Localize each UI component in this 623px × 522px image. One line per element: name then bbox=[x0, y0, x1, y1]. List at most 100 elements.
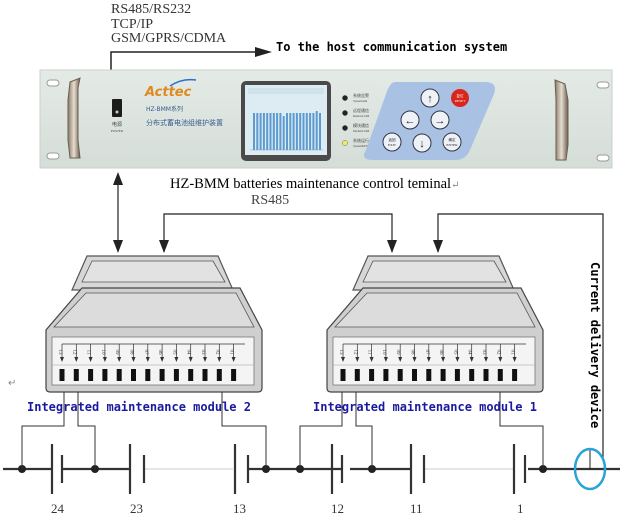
svg-text:复位: 复位 bbox=[457, 93, 465, 98]
terminal-pin[interactable] bbox=[512, 369, 518, 381]
terminal-pin[interactable] bbox=[231, 369, 237, 381]
cell-label-12: 12 bbox=[331, 501, 344, 516]
terminal-pin[interactable] bbox=[483, 369, 489, 381]
terminal-pin[interactable] bbox=[340, 369, 346, 381]
lcd-bar bbox=[312, 113, 315, 150]
battery-cell-12 bbox=[330, 444, 344, 494]
terminal-pin[interactable] bbox=[454, 369, 460, 381]
terminal-pin[interactable] bbox=[173, 369, 179, 381]
battery-cell-11 bbox=[409, 444, 426, 494]
module-channel-07: 07 bbox=[143, 344, 151, 381]
terminal-pin[interactable] bbox=[426, 369, 432, 381]
terminal-to-module2-link bbox=[113, 172, 123, 253]
rs485-bus bbox=[159, 213, 604, 460]
sense-wire bbox=[499, 392, 544, 469]
channel-label: 11 bbox=[86, 350, 91, 355]
svg-text:确定: 确定 bbox=[449, 137, 457, 142]
module-channel-11: 11 bbox=[86, 344, 94, 381]
module-channel-04: 04 bbox=[186, 344, 194, 381]
indicator-led bbox=[342, 125, 348, 131]
channel-label: 06 bbox=[157, 350, 162, 356]
channel-label: 02 bbox=[495, 350, 500, 356]
current-delivery-device-label: Current delivery device bbox=[588, 262, 602, 429]
module-channel-01: 01 bbox=[229, 344, 237, 381]
lcd-bar bbox=[269, 113, 272, 150]
svg-text:→: → bbox=[435, 115, 446, 127]
lcd-bar bbox=[279, 113, 282, 150]
channel-label: 08 bbox=[410, 350, 415, 356]
mount-hole bbox=[596, 81, 610, 89]
channel-label: 07 bbox=[424, 350, 429, 356]
lcd-bar bbox=[315, 111, 318, 150]
terminal-pin[interactable] bbox=[469, 369, 475, 381]
channel-label: 13 bbox=[57, 350, 62, 356]
indicator-sublabel: RemoteCOM bbox=[353, 114, 369, 118]
battery-cell-24 bbox=[50, 444, 64, 494]
lcd-bar bbox=[256, 113, 259, 150]
current-sensor-ring bbox=[573, 447, 607, 491]
terminal-pin[interactable] bbox=[159, 369, 165, 381]
svg-text:↓: ↓ bbox=[419, 138, 425, 150]
terminal-pin[interactable] bbox=[354, 369, 360, 381]
lcd-bar bbox=[286, 113, 288, 150]
key-left[interactable]: ← bbox=[400, 110, 420, 130]
host-label: To the host communication system bbox=[276, 40, 508, 54]
terminal-pin[interactable] bbox=[497, 369, 503, 381]
lcd-bar bbox=[292, 113, 295, 150]
channel-label: 02 bbox=[214, 350, 219, 356]
lcd-bar bbox=[276, 113, 279, 150]
lcd-bar-chart bbox=[248, 88, 324, 151]
cell-label-1: 1 bbox=[517, 501, 524, 516]
logo-swoosh bbox=[169, 78, 197, 87]
terminal-pin[interactable] bbox=[397, 369, 403, 381]
terminal-label: HZ-BMM batteries maintenance control tem… bbox=[170, 176, 459, 193]
terminal-pin[interactable] bbox=[202, 369, 208, 381]
right-handle bbox=[554, 79, 569, 161]
svg-text:←: ← bbox=[405, 115, 416, 127]
terminal-pin[interactable] bbox=[440, 369, 446, 381]
module-channel-13: 13 bbox=[57, 344, 65, 381]
terminal-pin[interactable] bbox=[73, 369, 79, 381]
module-channel-03: 03 bbox=[481, 344, 489, 381]
key-right[interactable]: → bbox=[430, 110, 450, 130]
key-up[interactable]: ↑ bbox=[420, 88, 440, 108]
terminal-pin[interactable] bbox=[369, 369, 375, 381]
module-channel-10: 10 bbox=[381, 344, 389, 381]
indicator-led bbox=[342, 95, 348, 101]
lcd-bar bbox=[295, 113, 298, 150]
terminal-pin[interactable] bbox=[116, 369, 122, 381]
terminal-pin[interactable] bbox=[145, 369, 151, 381]
terminal-pin[interactable] bbox=[59, 369, 65, 381]
cell-label-23: 23 bbox=[130, 501, 143, 516]
terminal-pin[interactable] bbox=[102, 369, 108, 381]
terminal-pin[interactable] bbox=[188, 369, 194, 381]
lcd-bar bbox=[262, 113, 265, 150]
module-channel-09: 09 bbox=[395, 344, 403, 381]
brand-logo: Acttec bbox=[144, 85, 192, 100]
indicator-label: 模块通信 bbox=[353, 122, 369, 128]
indicator-label: 系统告警 bbox=[353, 92, 369, 98]
battery-cell-23 bbox=[128, 444, 146, 494]
terminal-pin[interactable] bbox=[412, 369, 417, 381]
channel-label: 07 bbox=[143, 350, 148, 356]
battery-cell-13 bbox=[233, 444, 250, 494]
terminal-pin[interactable] bbox=[216, 369, 222, 381]
key-down[interactable]: ↓ bbox=[412, 133, 432, 153]
module-channel-02: 02 bbox=[495, 344, 503, 381]
indicator-panel: 系统告警SystemAlm远程通信RemoteCOM模块通信ModuleCOM系… bbox=[342, 92, 370, 148]
module-channel-10: 10 bbox=[100, 344, 108, 381]
protocol-list: RS485/RS232 TCP/IP GSM/GPRS/CDMA bbox=[111, 2, 226, 47]
terminal-pin[interactable] bbox=[131, 369, 136, 381]
module-1-label: Integrated maintenance module 1 bbox=[313, 400, 537, 414]
terminal-pin[interactable] bbox=[88, 369, 94, 381]
module-channel-09: 09 bbox=[114, 344, 122, 381]
module-channel-06: 06 bbox=[157, 344, 165, 381]
terminal-pin[interactable] bbox=[383, 369, 389, 381]
